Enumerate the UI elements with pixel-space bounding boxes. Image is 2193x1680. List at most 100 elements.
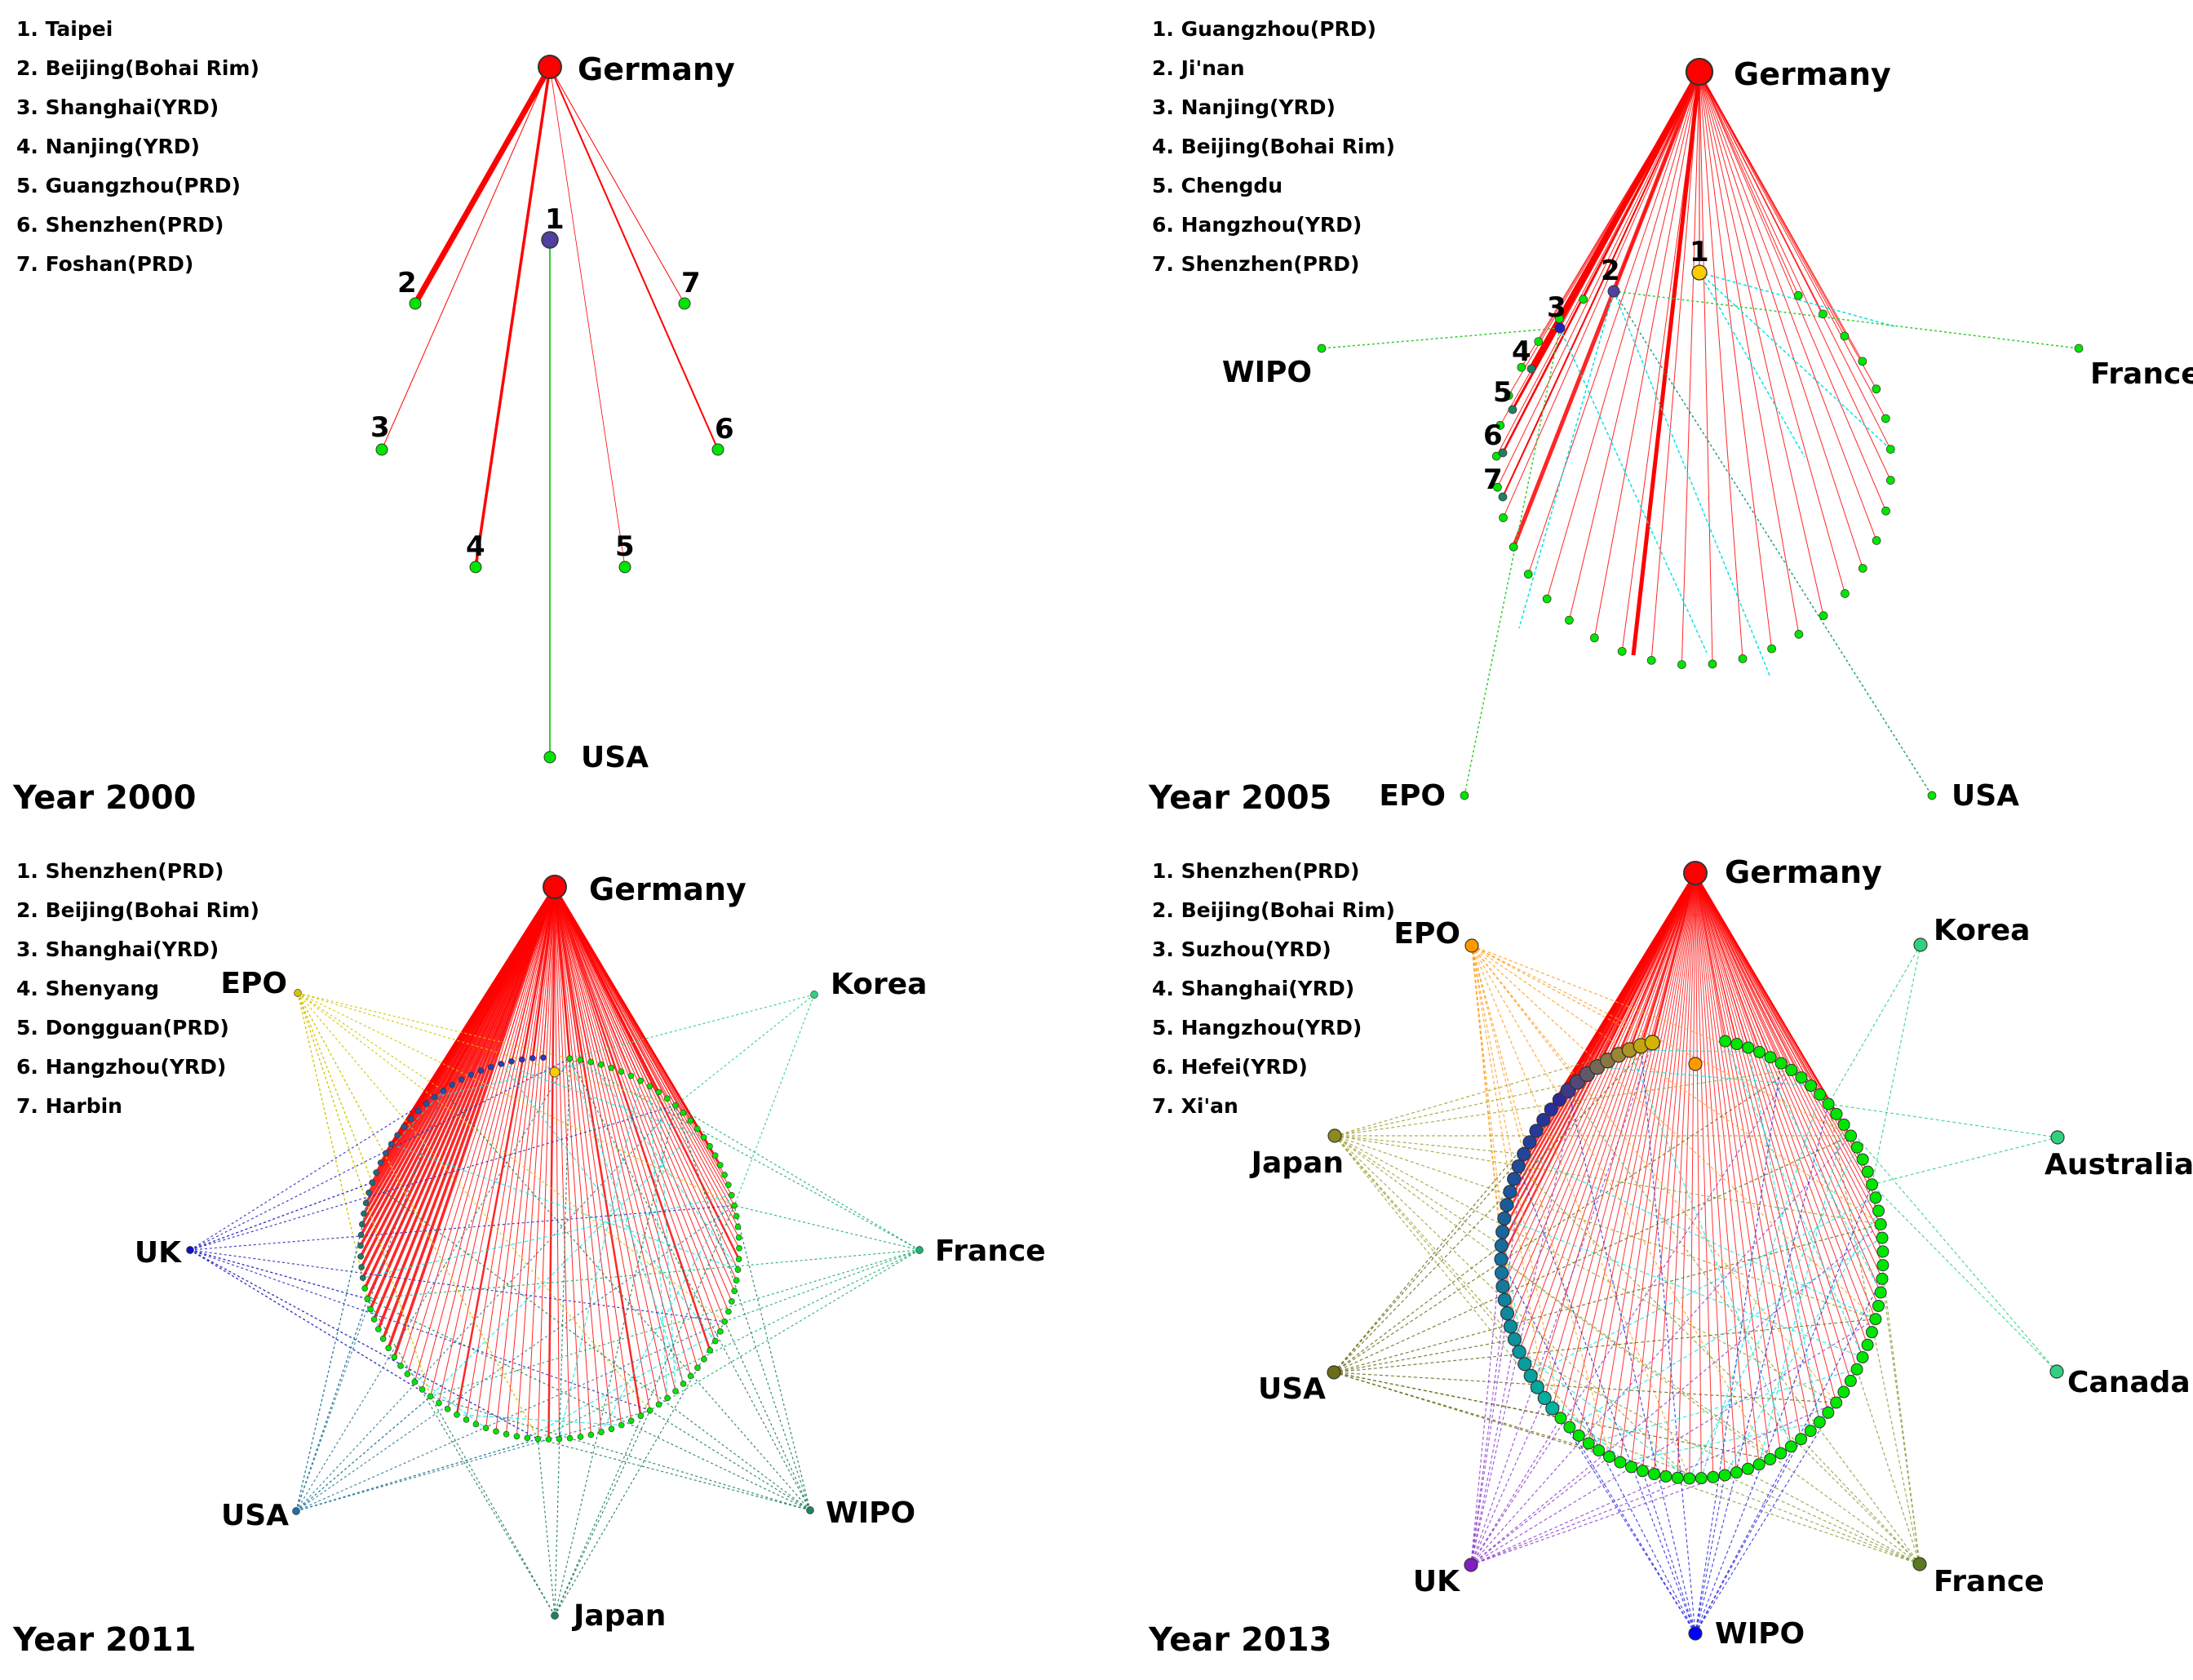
city-country-edge [538, 1439, 810, 1510]
germany-city-edge [1695, 873, 1850, 1381]
city-node [647, 1407, 653, 1413]
city-node [656, 1089, 662, 1095]
germany-city-edge [550, 67, 718, 450]
city-node [378, 1160, 383, 1166]
city-country-edge [650, 1411, 810, 1510]
city-node [359, 1221, 365, 1227]
city-node [1786, 1064, 1797, 1075]
legend-item: 1. Shenzhen(PRD) [1152, 852, 1395, 891]
city-node [1495, 1239, 1508, 1252]
city-country-edge [1828, 945, 1921, 1104]
city-node [609, 1426, 614, 1432]
city-node [578, 1057, 583, 1063]
city-node [432, 1094, 437, 1100]
city-node [733, 1213, 739, 1219]
city-country-edge [298, 993, 372, 1182]
city-node [628, 1418, 634, 1424]
city-node [363, 1200, 369, 1206]
city-country-edge [190, 1250, 367, 1299]
germany-city-edge [1695, 873, 1857, 1369]
city-node [375, 1326, 381, 1332]
city-city-edge [457, 1415, 622, 1425]
city-node [1862, 1166, 1873, 1177]
city-node [1823, 1407, 1834, 1418]
city-node [1618, 647, 1626, 655]
country-label: France [935, 1235, 1046, 1268]
city-country-edge [555, 1411, 650, 1616]
city-node [1765, 1052, 1776, 1063]
germany-node [543, 875, 566, 898]
city-node [1870, 1192, 1881, 1203]
city-node [1805, 1425, 1816, 1437]
city-node [1857, 1351, 1868, 1363]
germany-label: Germany [589, 871, 747, 907]
city-node [628, 1073, 634, 1079]
germany-city-edge [1695, 873, 1882, 1279]
city-node [1496, 1280, 1509, 1293]
city-node [1831, 1397, 1842, 1408]
country-node [807, 1507, 814, 1514]
germany-city-edge [1695, 873, 1810, 1431]
city-node [1876, 1232, 1888, 1243]
country-node [2050, 1365, 2063, 1378]
country-label: France [2090, 357, 2193, 391]
city-node [358, 1253, 364, 1259]
city-node [473, 1421, 479, 1427]
city-country-edge [724, 1322, 810, 1510]
germany-label: Germany [1725, 854, 1882, 890]
city-node [1739, 654, 1747, 663]
city-node [463, 1416, 469, 1422]
city-node [1719, 1469, 1730, 1481]
city-node [1625, 1461, 1637, 1473]
legend-item: 2. Beijing(Bohai Rim) [16, 891, 259, 930]
city-country-edge [1614, 291, 1932, 796]
city-node [1823, 1098, 1834, 1110]
city-node [445, 1406, 450, 1412]
city-node [688, 1118, 693, 1124]
legend-2013: 1. Shenzhen(PRD) 2. Beijing(Bohai Rim) 3… [1152, 852, 1395, 1126]
city-country-edge [1334, 1319, 1876, 1372]
city-node [1775, 1447, 1787, 1459]
city-node [1498, 1212, 1511, 1225]
node-number: 2 [397, 267, 417, 299]
legend-item: 3. Shanghai(YRD) [16, 930, 259, 969]
city-country-edge [190, 1182, 372, 1250]
node-number: 1 [1690, 236, 1709, 268]
legend-item: 4. Shanghai(YRD) [1152, 969, 1395, 1008]
city-node [1851, 1141, 1863, 1153]
germany-city-edge [1699, 72, 1885, 419]
germany-city-edge [1695, 873, 1876, 1319]
legend-item: 2. Beijing(Bohai Rim) [1152, 891, 1395, 930]
city-node [672, 1102, 678, 1108]
city-node [1775, 1057, 1787, 1069]
node-number: 4 [466, 530, 485, 563]
city-node [736, 1235, 742, 1240]
city-country-edge [555, 1206, 734, 1616]
city-country-edge [734, 1206, 919, 1250]
city-node [550, 1067, 560, 1077]
city-node [1720, 1035, 1731, 1047]
legend-item: 1. Shenzhen(PRD) [16, 852, 259, 891]
city-node [514, 1434, 520, 1439]
city-node [519, 1057, 525, 1062]
year-label-2013: Year 2013 [1149, 1621, 1331, 1659]
legend-item: 7. Shenzhen(PRD) [1152, 245, 1395, 284]
city-country-edge [538, 1439, 555, 1616]
city-node [376, 444, 388, 455]
city-country-edge [1335, 1136, 1836, 1403]
city-node [1870, 1314, 1881, 1325]
germany-city-edge [555, 887, 737, 1280]
city-country-edge [1472, 946, 1610, 1456]
city-node [680, 1110, 686, 1115]
city-node [1608, 286, 1619, 297]
city-node [1882, 507, 1890, 515]
city-country-edge [1725, 1475, 1920, 1564]
city-node [361, 1211, 366, 1217]
city-node [1819, 310, 1827, 318]
city-country-edge [296, 1322, 724, 1511]
city-node [1543, 595, 1551, 603]
city-node [1647, 656, 1655, 664]
city-node [638, 1078, 644, 1084]
city-node [405, 1372, 410, 1377]
